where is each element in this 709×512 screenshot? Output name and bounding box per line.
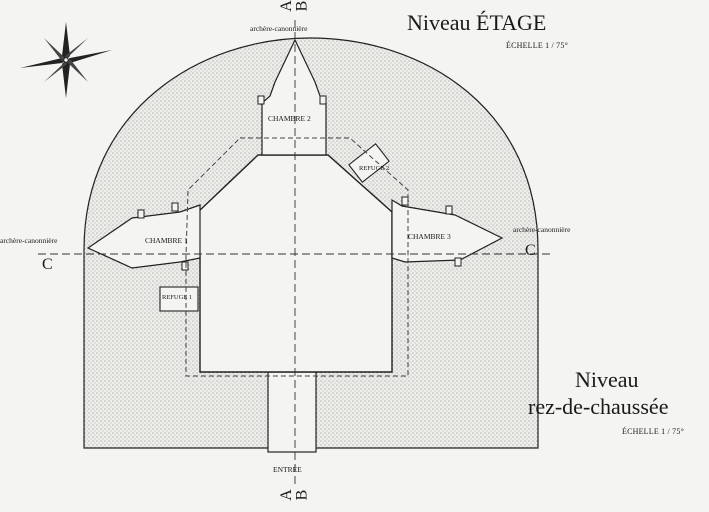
entrance-corridor xyxy=(267,371,317,453)
chamber-1-notch-a xyxy=(137,209,145,219)
chamber-3-notch-b xyxy=(401,196,409,206)
chamber-2-room xyxy=(261,38,327,156)
archere-right-label: archère-canonnière xyxy=(513,225,571,234)
chamber-2-notch-left xyxy=(257,95,265,105)
rdc-scale: ÉCHELLE 1 / 75° xyxy=(622,427,684,436)
etage-scale: ÉCHELLE 1 / 75° xyxy=(506,41,568,50)
chambre-1-label: CHAMBRE 1 xyxy=(145,236,188,245)
etage-title: Niveau ÉTAGE xyxy=(407,10,547,35)
chamber-2-notch-right xyxy=(319,95,327,105)
chamber-1-room xyxy=(86,204,201,269)
upper-floor-outline xyxy=(185,137,409,377)
section-mark-c-left: C xyxy=(42,256,53,273)
refuge-2-room xyxy=(348,143,390,183)
rdc-title-line2: rez-de-chaussée xyxy=(528,394,669,419)
section-mark-c-right: C xyxy=(525,242,536,259)
chamber-1-notch-c xyxy=(181,261,189,271)
refuge-1-label: REFUGE 1 xyxy=(162,294,193,301)
chamber-3-room xyxy=(391,198,504,263)
entree-label: ENTRÉE xyxy=(273,465,302,474)
chambre-3-label: CHAMBRE 3 xyxy=(408,232,451,241)
refuge-1-room xyxy=(159,286,199,312)
rdc-title-line1: Niveau xyxy=(575,367,639,392)
archere-top-label: archère-canonnière xyxy=(250,24,308,33)
chamber-3-notch-a xyxy=(445,205,453,215)
section-mark-b-top: B xyxy=(293,0,311,12)
archere-left-label: archère-canonnière xyxy=(0,236,58,245)
section-mark-b-bottom: B xyxy=(293,489,311,501)
refuge-2-label: REFUGE 2 xyxy=(359,165,390,172)
compass-rose-icon xyxy=(20,22,112,98)
chamber-3-notch-c xyxy=(454,257,462,267)
chambre-2-label: CHAMBRE 2 xyxy=(268,114,311,123)
chamber-1-notch-b xyxy=(171,202,179,212)
